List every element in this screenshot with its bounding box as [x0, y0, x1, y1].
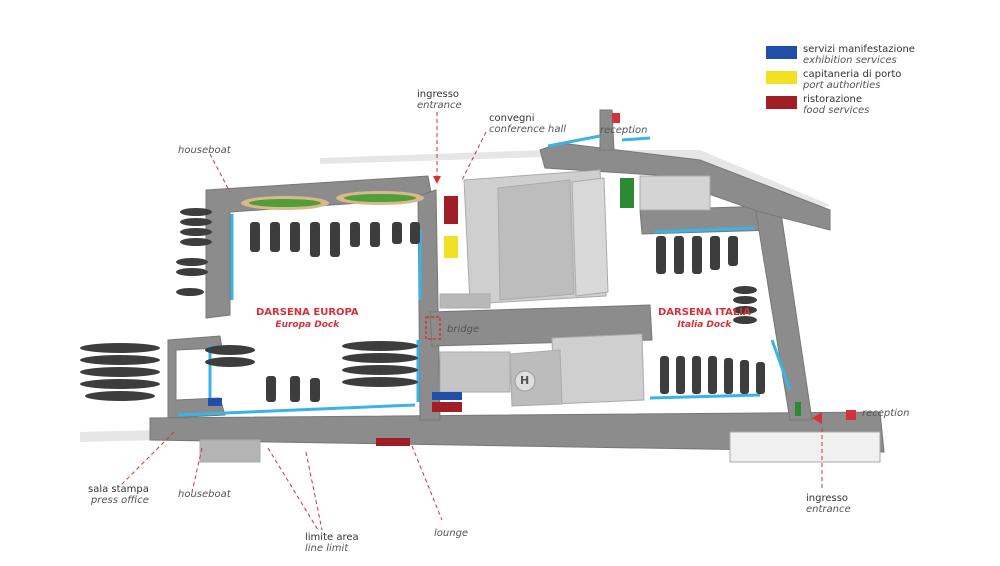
label-main: houseboat [178, 489, 231, 500]
lounge-label: lounge [434, 528, 468, 539]
leader-lines [119, 112, 823, 531]
legend-sublabel: port authorities [803, 80, 881, 91]
label-sub: entrance [806, 504, 851, 515]
legend-label: ristorazione [803, 94, 863, 105]
houseboat-top-label: houseboat [178, 145, 231, 156]
sala-stampa-label: sala stampa press office [88, 484, 149, 506]
quay-edges [177, 134, 792, 417]
label-sub: entrance [417, 100, 462, 111]
legend-swatch-red [766, 96, 797, 109]
quay-area [149, 109, 885, 453]
helipad [514, 370, 536, 392]
houseboat-bottom-label: houseboat [178, 489, 231, 500]
entrance-arrows [433, 176, 822, 424]
dock-subname: Europa Dock [275, 320, 340, 330]
ingresso-bottom-label: ingresso entrance [806, 493, 851, 515]
label-sub: line limit [305, 543, 349, 554]
service-blocks [208, 113, 856, 446]
bridge-label: bridge [447, 324, 479, 335]
label-main: reception [862, 408, 910, 419]
label-main: convegni [489, 113, 535, 124]
reception-right-label: reception [862, 408, 909, 419]
label-main: houseboat [178, 145, 231, 156]
darsena-europa-label: DARSENA EUROPA Europa Dock [256, 307, 359, 331]
dock-subname: Italia Dock [677, 320, 732, 330]
legend-sublabel: exhibition services [803, 55, 897, 66]
dock-name: DARSENA EUROPA [256, 307, 359, 318]
dock-name: DARSENA ITALIA [658, 307, 751, 318]
label-main: ingresso [417, 89, 460, 100]
legend-swatch-blue [766, 46, 797, 59]
label-main: H [520, 374, 530, 387]
reception-top-label: reception [600, 125, 647, 136]
label-main: reception [600, 125, 648, 136]
legend-label: capitaneria di porto [803, 69, 902, 80]
limite-area-label: limite area line limit [305, 532, 359, 554]
legend-label: servizi manifestazione [803, 44, 915, 55]
convegni-label: convegni conference hall [489, 113, 566, 135]
label-sub: press office [90, 495, 149, 506]
label-main: limite area [305, 532, 359, 543]
buildings [199, 169, 881, 463]
label-main: bridge [447, 324, 480, 335]
ingresso-top-label: ingresso entrance [417, 89, 462, 111]
legend-swatch-yellow [766, 71, 797, 84]
garden-strip [241, 191, 424, 210]
boats [80, 208, 765, 402]
legend-sublabel: food services [803, 105, 870, 116]
darsena-italia-label: DARSENA ITALIA Italia Dock [658, 307, 751, 331]
label-main: lounge [434, 528, 469, 539]
label-main: sala stampa [88, 484, 149, 495]
helipad-label: H [520, 375, 529, 386]
label-main: ingresso [806, 493, 849, 504]
bridge-marker [425, 316, 441, 340]
label-sub: conference hall [489, 124, 567, 135]
